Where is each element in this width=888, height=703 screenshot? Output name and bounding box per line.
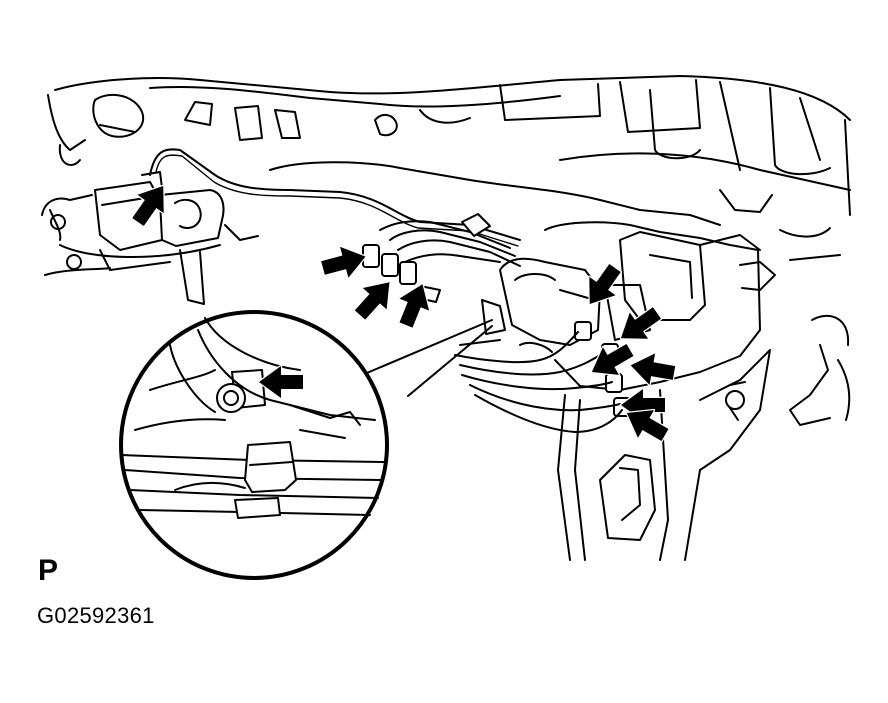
actuator-lines [454,331,623,433]
arrow-mark [398,282,431,329]
body-panel-outline [47,75,851,426]
mounting-bracket [557,349,771,561]
arrow-mark [319,245,367,280]
indicator-arrows [131,184,677,443]
arrow-mark [590,342,635,377]
arrow-mark [257,364,305,400]
arrow-mark [131,184,165,228]
arrow-mark [625,408,670,443]
arrow-mark [588,262,622,306]
arrow-mark [619,306,663,340]
figure-code-label: G02592361 [37,603,155,628]
abs-actuator [499,221,776,417]
arrow-mark [353,281,391,321]
arrow-mark [629,352,677,387]
view-letter-label: P [38,554,59,587]
brake-lines [149,148,721,267]
callout-leader [354,299,506,397]
detail-circle [119,310,389,580]
left-valve-assembly [41,171,259,305]
